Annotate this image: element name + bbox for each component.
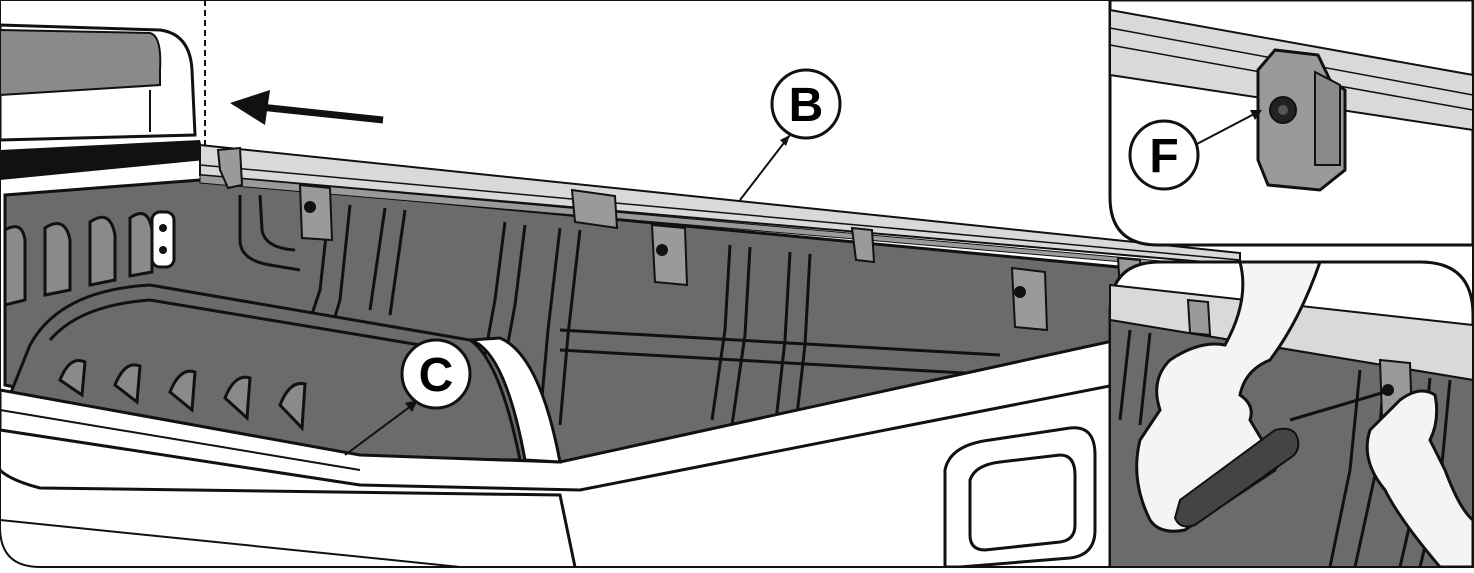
right-hand — [1365, 389, 1474, 569]
tie-down-hook — [150, 210, 176, 269]
bed-rim-edge — [0, 409, 361, 471]
rail-clamp — [650, 223, 689, 287]
callout-rail: B — [739, 68, 842, 201]
bed-corner-panel — [469, 336, 562, 464]
callout-bed: C — [344, 338, 472, 456]
direction-arrow — [230, 90, 384, 125]
truck-lower-body-line — [0, 519, 461, 568]
callout-bed-label: C — [419, 349, 454, 402]
inset-tightening-step — [1108, 260, 1474, 569]
tailgate-handle — [943, 426, 1097, 569]
screwdriver — [1173, 390, 1386, 528]
callout-fastener-circle — [1128, 119, 1200, 191]
inset-clamp — [1256, 48, 1347, 192]
bed-side-wall — [3, 212, 154, 307]
cab-base-strip — [0, 140, 205, 180]
cab-rear-window — [0, 28, 162, 97]
inset-fastener-detail: F — [1108, 0, 1474, 247]
callout-fastener-label: F — [1149, 130, 1178, 183]
rail-clamp — [216, 146, 334, 242]
truck-side-panel — [0, 468, 577, 568]
callout-rail-label: B — [789, 79, 824, 132]
rail-clamp — [570, 188, 619, 230]
rail-clamp — [1010, 266, 1049, 332]
rail-clamp — [850, 226, 876, 264]
